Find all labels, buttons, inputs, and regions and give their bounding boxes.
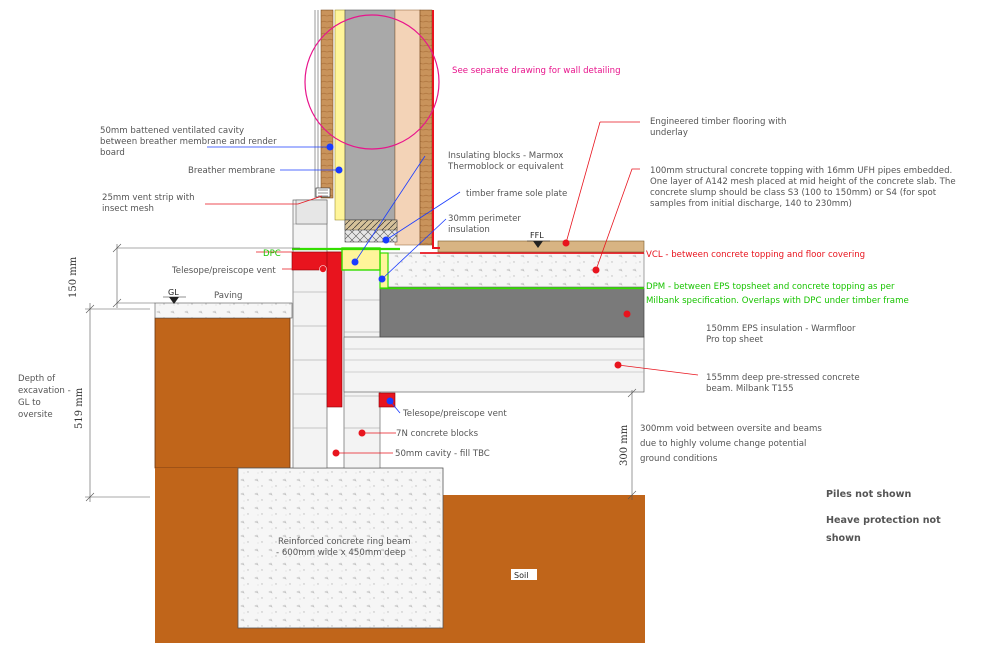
label-eps-2: Pro top sheet <box>706 335 764 345</box>
dim-void-depth: 300 mm <box>619 424 630 466</box>
label-void-1: 300mm void between oversite and beams <box>640 424 822 434</box>
label-ring-beam-2: - 600mm wide x 450mm deep <box>276 548 406 558</box>
label-eps-1: 150mm EPS insulation - Warmfloor <box>706 324 856 334</box>
dimension-lines <box>85 243 637 502</box>
label-vent-strip-2: insect mesh <box>102 204 154 214</box>
insulating-blocks <box>341 247 381 271</box>
label-paving: Paving <box>214 291 242 301</box>
label-see-drawing: See separate drawing for wall detailing <box>452 66 621 76</box>
label-depth-4: oversite <box>18 410 53 420</box>
label-perimeter-2: insulation <box>448 225 490 235</box>
label-cavity-3: board <box>100 148 125 158</box>
label-soil: Soil <box>514 571 528 580</box>
label-beam-2: beam. Milbank T155 <box>706 384 794 394</box>
label-heave-1: Heave protection not <box>826 515 941 526</box>
label-gl: GL <box>168 288 179 297</box>
eps-insulation <box>379 287 645 338</box>
label-ffl: FFL <box>530 231 544 240</box>
paving <box>154 302 293 319</box>
label-topping-1: 100mm structural concrete topping with 1… <box>650 166 952 176</box>
label-vcl: VCL - between concrete topping and floor… <box>646 250 865 260</box>
label-7n-blocks: 7N concrete blocks <box>396 429 479 439</box>
vent-strip <box>315 187 331 198</box>
label-heave-2: shown <box>826 533 861 544</box>
perimeter-insulation <box>379 252 389 289</box>
label-breather: Breather membrane <box>188 166 275 176</box>
label-vent-strip-1: 25mm vent strip with <box>102 193 195 203</box>
label-topping-3: concrete slump should be class S3 (100 t… <box>650 188 937 198</box>
label-perimeter-1: 30mm perimeter <box>448 214 521 224</box>
label-void-3: ground conditions <box>640 454 718 464</box>
label-cavity-1: 50mm battened ventilated cavity <box>100 126 244 136</box>
label-cavity-fill: 50mm cavity - fill TBC <box>395 449 490 459</box>
label-depth-2: excavation - <box>18 386 71 396</box>
label-topping-4: samples from initial discharge, 140 to 2… <box>650 199 852 209</box>
label-insulating-1: Insulating blocks - Marmox <box>448 151 563 161</box>
label-sole-plate: timber frame sole plate <box>466 189 567 199</box>
label-depth-3: GL to <box>18 398 41 408</box>
label-dpm-1: DPM - between EPS topsheet and concrete … <box>646 282 895 292</box>
label-dpc: DPC <box>263 249 281 259</box>
wall-detail-highlight <box>304 14 440 150</box>
timber-frame-wall <box>314 9 440 249</box>
label-telescope-lower: Telesope/preiscope vent <box>402 409 507 419</box>
gl-marker <box>169 297 179 304</box>
dim-excavation-depth: 519 mm <box>74 387 85 429</box>
label-dpm-2: Milbank specification. Overlaps with DPC… <box>646 296 909 306</box>
dim-dpc-height: 150 mm <box>68 256 79 298</box>
label-flooring-1: Engineered timber flooring with <box>650 117 786 127</box>
callout-dots <box>319 143 631 457</box>
label-ring-beam-1: Reinforced concrete ring beam <box>278 537 411 547</box>
label-flooring-2: underlay <box>650 128 688 138</box>
precast-beam <box>343 336 645 393</box>
label-beam-1: 155mm deep pre-stressed concrete <box>706 373 860 383</box>
soil-tag <box>511 569 537 580</box>
label-void-2: due to highly volume change potential <box>640 439 806 449</box>
outer-blockwork <box>292 199 328 469</box>
label-depth-1: Depth of <box>18 374 56 384</box>
concrete-topping <box>379 252 645 288</box>
ffl-marker <box>533 241 543 248</box>
ring-beam <box>237 467 444 629</box>
label-cavity-2: between breather membrane and render <box>100 137 277 147</box>
label-insulating-2: Thermoblock or equivalent <box>447 162 564 172</box>
label-telescope-upper: Telesope/preiscope vent <box>171 266 276 276</box>
label-piles: Piles not shown <box>826 489 912 500</box>
label-topping-2: One layer of A142 mesh placed at mid hei… <box>650 177 956 187</box>
callout-leaders <box>205 121 699 454</box>
